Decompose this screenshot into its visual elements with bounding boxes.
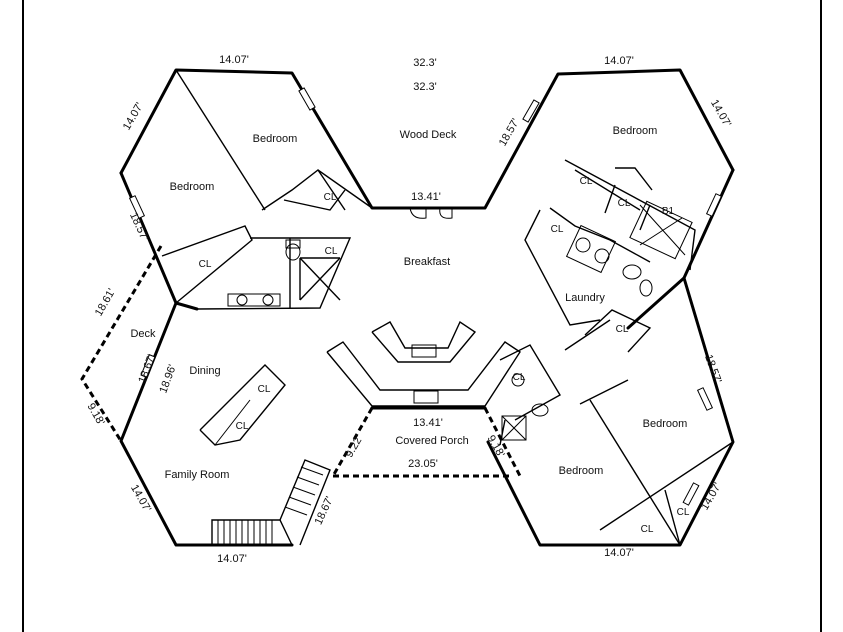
dim-porch-right: 9.18': [485, 433, 507, 459]
room-label-wood-deck: Wood Deck: [400, 129, 457, 141]
room-label-breakfast: Breakfast: [404, 256, 450, 268]
closet-label: CL: [618, 198, 631, 209]
room-label-bedroom-top-right: Bedroom: [613, 125, 658, 137]
dim-right-top-slant: 14.07': [708, 98, 733, 130]
closet-label: CL: [325, 246, 338, 257]
dim-top-center-inner: 32.3': [413, 81, 437, 93]
dim-porch-top: 13.41': [413, 417, 443, 429]
dim-wood-deck-side: 18.57': [497, 117, 522, 149]
dim-deck-outer: 18.61': [93, 287, 118, 319]
dim-porch-bottom: 23.05': [408, 458, 438, 470]
b1-label: B1: [662, 206, 675, 217]
closet-label: CL: [551, 224, 564, 235]
closet-label: CL: [324, 192, 337, 203]
closet-label: CL: [199, 259, 212, 270]
dim-deck-inner: 18.57': [127, 211, 150, 243]
dim-family-stair-side: 18.67': [313, 495, 336, 527]
closet-label: CL: [580, 176, 593, 187]
interior-walls: [161, 69, 734, 546]
room-label-covered-porch: Covered Porch: [395, 435, 468, 447]
room-labels: Bedroom Bedroom Wood Deck Bedroom Breakf…: [130, 125, 687, 481]
dim-dining-wall: 18.67': [136, 353, 157, 385]
closet-label: CL: [236, 421, 249, 432]
dim-right-mid: 18.57': [702, 353, 723, 385]
dim-dining-wall-2: 18.96': [157, 363, 178, 395]
dim-porch-left: 9.22': [343, 433, 365, 459]
dim-deck-short: 9.18': [85, 401, 107, 427]
dim-wood-deck-bottom: 13.41': [411, 191, 441, 203]
room-label-bedroom-bottom-right: Bedroom: [643, 418, 688, 430]
dim-top-left: 14.07': [219, 54, 249, 66]
room-label-family-room: Family Room: [165, 469, 230, 481]
closet-label: CL: [513, 372, 526, 383]
room-label-laundry: Laundry: [565, 292, 605, 304]
room-label-bedroom-left: Bedroom: [170, 181, 215, 193]
windows: [128, 87, 723, 506]
closet-label: CL: [641, 524, 654, 535]
dim-top-right: 14.07': [604, 55, 634, 67]
room-label-bedroom-top-left: Bedroom: [253, 133, 298, 145]
closet-label: CL: [677, 507, 690, 518]
closet-labels: CL CL CL CL CL B1 CL CL CL CL CL CL CL: [199, 176, 690, 535]
dim-bottom-left: 14.07': [217, 553, 247, 565]
dim-right-bottom-slant: 14.07': [699, 481, 724, 513]
dim-left-bottom-slant: 14.07': [128, 483, 153, 515]
closet-label: CL: [616, 324, 629, 335]
room-label-deck: Deck: [130, 328, 156, 340]
room-label-dining: Dining: [189, 365, 220, 377]
dim-top-center-outer: 32.3': [413, 57, 437, 69]
deck-outline: [80, 245, 522, 478]
room-label-bedroom-bottom-center: Bedroom: [559, 465, 604, 477]
dim-left-top-slant: 14.07': [121, 101, 146, 133]
closet-label: CL: [258, 384, 271, 395]
dim-bottom-right: 14.07': [604, 547, 634, 559]
